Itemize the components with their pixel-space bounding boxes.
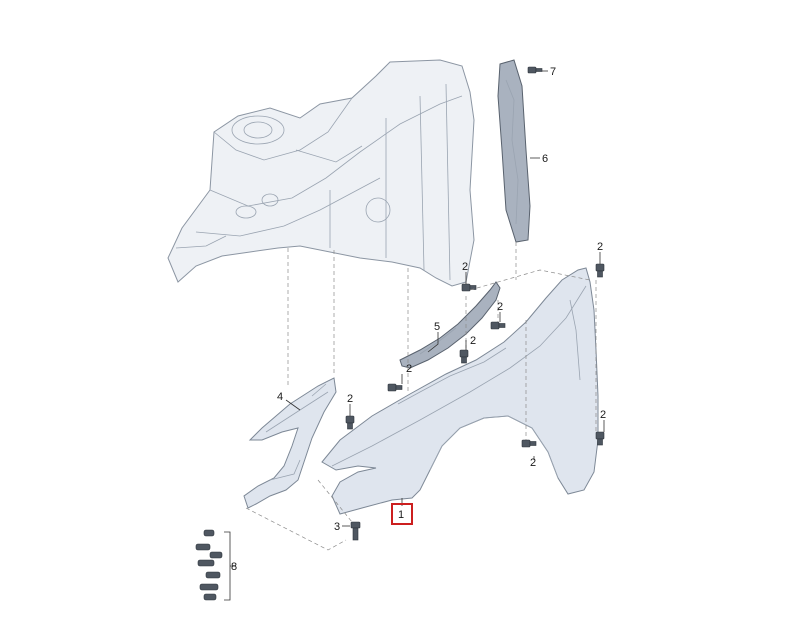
front-body-structure [167,59,475,287]
assembly-guide-lines [245,242,597,551]
callout-2-bracket: 2 [347,393,353,405]
callout-leaders [285,70,605,527]
callout-2-top-right: 2 [597,241,603,253]
highlight-box [391,503,413,525]
callout-4: 4 [277,391,283,403]
callout-2-wheel-arch: 2 [530,457,536,469]
callout-5: 5 [434,321,440,333]
callout-2-right-lower: 2 [600,409,606,421]
callout-3: 3 [334,521,340,533]
callout-6: 6 [542,153,548,165]
callout-7: 7 [550,66,556,78]
callout-1: 1 [398,509,404,521]
part-8-clips [195,529,236,601]
part-4-support-bracket [243,377,337,509]
callout-2-upper-left: 2 [462,261,468,273]
part-6-seal-strip [497,59,531,243]
callout-2-mid: 2 [470,335,476,347]
callout-8: 8 [231,561,237,573]
part-7-screw [527,66,543,74]
callout-2-left-mid: 2 [406,363,412,375]
part-1-front-fender [321,267,599,515]
callout-2-upper-mid: 2 [497,301,503,313]
part-3-screw [350,521,361,541]
